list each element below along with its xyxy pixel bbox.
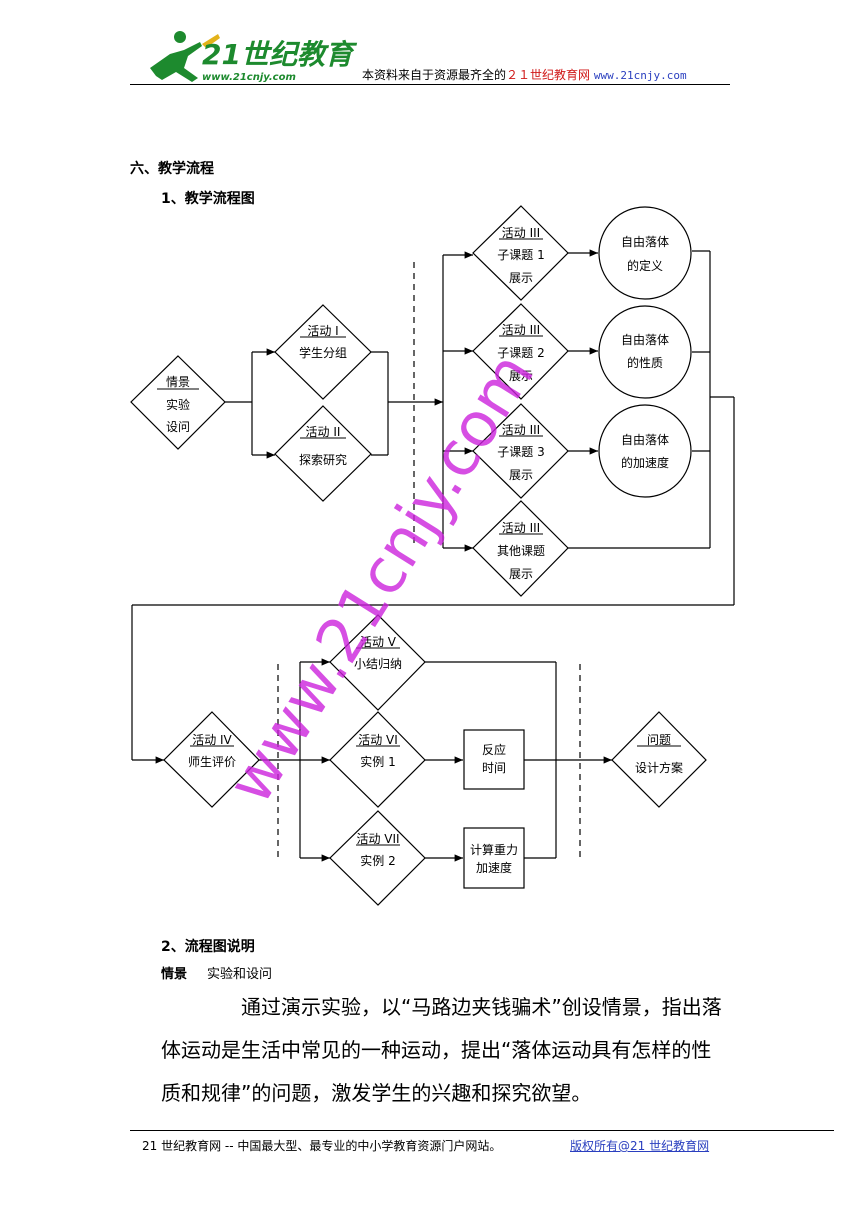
gravity-calc-box[interactable] [463,827,525,889]
activity3b-diamond[interactable] [472,303,569,400]
activity3b-line3: 展示 [509,369,533,383]
activity3d-line3: 展示 [509,567,533,581]
scene-subtitle: 实验和设问 [207,967,273,982]
flowchart-title: 1、教学流程图 [161,191,255,207]
activity5-title: 活动 V [360,635,397,649]
activity7-label: 实例 2 [360,853,395,868]
circle-acceleration[interactable] [598,404,692,498]
activity3a-line2: 子课题 1 [497,248,544,262]
activity3c-line3: 展示 [509,468,533,482]
box2-line2: 加速度 [476,860,512,875]
activity3d-title: 活动 III [502,521,540,535]
start-line2: 实验 [166,397,190,412]
circle2-line2: 的性质 [627,355,663,370]
start-title: 情景 [166,375,190,389]
activity3a-line3: 展示 [509,271,533,285]
activity3b-title: 活动 III [502,323,540,337]
footer-copyright-link[interactable]: 版权所有@21 世纪教育网 [570,1139,710,1153]
activity6-title: 活动 VI [358,733,398,747]
activity3a-title: 活动 III [502,226,540,240]
site-logo: 21世纪教育 www.21cnjy.com [150,31,358,83]
activity3c-diamond[interactable] [472,403,569,499]
circle-properties[interactable] [598,305,692,399]
activity7-diamond[interactable] [329,810,426,906]
box1-line1: 反应 [482,742,506,757]
activity2-diamond[interactable] [274,405,372,502]
activity3a-diamond[interactable] [472,205,569,301]
activity2-label: 探索研究 [299,452,347,467]
activity4-label: 师生评价 [188,755,236,769]
activity3d-diamond[interactable] [472,500,569,597]
activity6-label: 实例 1 [360,754,395,769]
activity1-label: 学生分组 [299,345,347,360]
box2-line1: 计算重力 [470,842,518,857]
start-diamond[interactable] [130,355,226,450]
activity1-title: 活动 I [307,324,338,338]
circle3-line2: 的加速度 [621,455,669,470]
activity1-diamond[interactable] [274,304,372,400]
header-tagline: 本资料来自于资源最齐全的２１世纪教育网 www.21cnjy.com [362,66,687,83]
activity3c-title: 活动 III [502,423,540,437]
activity7-title: 活动 VII [356,832,399,846]
end-title: 问题 [647,733,671,747]
tagline-site-name[interactable]: ２１世纪教育网 [506,68,591,82]
activity3d-line2: 其他课题 [497,544,545,558]
explanation-title: 2、流程图说明 [161,939,255,955]
activity3c-line2: 子课题 3 [497,445,544,459]
reaction-time-box[interactable] [463,729,525,790]
scene-label: 情景 [161,967,188,982]
end-label: 设计方案 [635,760,683,775]
runner-logo-icon [150,31,220,82]
circle1-line2: 的定义 [627,258,663,273]
activity4-diamond[interactable] [163,711,260,808]
circle-definition[interactable] [598,206,692,300]
circle1-line1: 自由落体 [621,235,669,249]
circle2-line1: 自由落体 [621,333,669,347]
circle3-line1: 自由落体 [621,433,669,447]
activity5-label: 小结归纳 [354,657,402,671]
logo-url: www.21cnjy.com [202,72,296,83]
activity3b-line2: 子课题 2 [497,346,544,360]
activity4-title: 活动 IV [192,733,232,747]
activity5-diamond[interactable] [329,614,426,711]
activity2-title: 活动 II [306,425,341,439]
tagline-prefix: 本资料来自于资源最齐全的 [362,68,507,82]
scene-paragraph: 通过演示实验，以“马路边夹钱骗术”创设情景，指出落体运动是生活中常见的一种运动，… [161,995,722,1105]
logo-title: 21世纪教育 [202,38,358,71]
tagline-url-link[interactable]: www.21cnjy.com [593,69,687,82]
section-title: 六、教学流程 [130,161,214,177]
footer-text: 21 世纪教育网 -- 中国最大型、最专业的中小学教育资源门户网站。 [142,1139,502,1153]
start-line3: 设问 [166,420,190,434]
activity6-diamond[interactable] [329,711,426,808]
end-diamond[interactable] [611,711,707,808]
box1-line2: 时间 [482,761,506,775]
header-divider [130,84,730,85]
footer-divider [130,1130,834,1131]
